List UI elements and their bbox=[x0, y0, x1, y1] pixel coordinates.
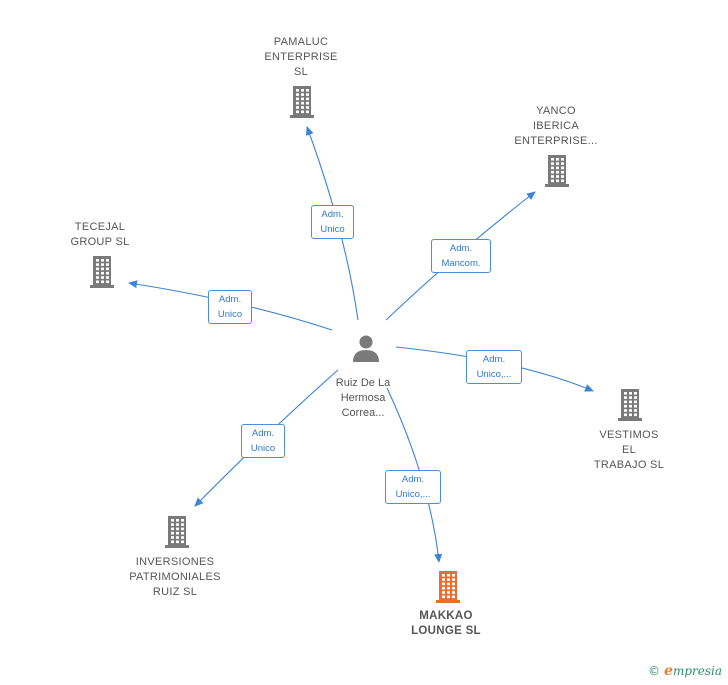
brand-name: mpresia bbox=[672, 664, 722, 678]
brand-footer: ©empresia bbox=[648, 663, 722, 679]
company-label-yanco: YANCO IBERICA ENTERPRISE... bbox=[514, 105, 598, 147]
building-icon-yanco[interactable] bbox=[545, 155, 569, 187]
building-icon-makkao[interactable] bbox=[436, 571, 460, 603]
building-icon-vestimos[interactable] bbox=[618, 389, 642, 421]
company-label-inversiones: INVERSIONES PATRIMONIALES RUIZ SL bbox=[129, 556, 221, 598]
company-label-makkao: MAKKAO LOUNGE SL bbox=[411, 610, 481, 637]
company-label-tecejal: TECEJAL GROUP SL bbox=[70, 221, 130, 248]
brand-initial: e bbox=[664, 663, 673, 679]
building-icon-inversiones[interactable] bbox=[165, 516, 189, 548]
edge-label-pamaluc[interactable]: Adm. Unico bbox=[311, 205, 354, 239]
edge-label-inversiones[interactable]: Adm. Unico bbox=[241, 424, 285, 458]
company-label-pamaluc: PAMALUC ENTERPRISE SL bbox=[264, 36, 338, 78]
person-icon[interactable] bbox=[353, 335, 379, 363]
building-icon-pamaluc[interactable] bbox=[290, 86, 314, 118]
company-label-vestimos: VESTIMOS EL TRABAJO SL bbox=[593, 429, 665, 471]
edge-label-vestimos[interactable]: Adm. Unico,... bbox=[466, 350, 522, 384]
edge-label-yanco[interactable]: Adm. Mancom. bbox=[431, 239, 491, 273]
edge-label-makkao[interactable]: Adm. Unico,... bbox=[385, 470, 441, 504]
copyright-icon: © bbox=[648, 664, 661, 678]
center-person-label: Ruiz De La Hermosa Correa... bbox=[335, 377, 391, 419]
edge-label-tecejal[interactable]: Adm. Unico bbox=[208, 290, 252, 324]
building-icon-tecejal[interactable] bbox=[90, 256, 114, 288]
